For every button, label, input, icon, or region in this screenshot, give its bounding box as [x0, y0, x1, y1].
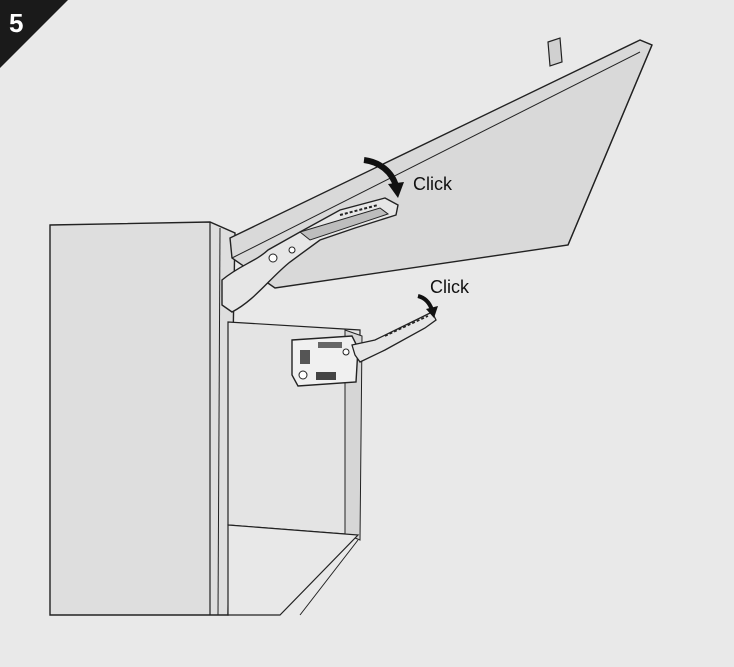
step-badge: [0, 0, 68, 68]
mechanism-detail: [300, 350, 310, 364]
hinge-detail-line: [339, 204, 379, 216]
lower-hinge-detail: [384, 315, 429, 337]
upper-click-label: Click: [413, 174, 453, 194]
cabinet-shelf: [227, 524, 360, 616]
hinge-pivot: [268, 253, 278, 263]
lower-click-label: Click: [430, 277, 470, 297]
upper-hinge-plate: [298, 207, 390, 241]
mechanism-screw: [298, 370, 308, 380]
cabinet-edge-line: [217, 227, 221, 616]
hinge-screw: [288, 246, 296, 254]
mechanism-detail: [318, 342, 342, 348]
mechanism-screw: [342, 348, 350, 356]
door-corner-line: [639, 39, 653, 46]
upper-hinge-arm: [221, 197, 399, 313]
step-number: 5: [9, 8, 24, 38]
lower-hinge-arm: [351, 311, 437, 363]
door-top-edge-line: [231, 51, 641, 259]
curved-arrow-down-icon: [417, 294, 438, 318]
support-pole: [547, 37, 563, 67]
door-side-edge-line: [567, 44, 653, 246]
curved-arrow-down-icon: [363, 157, 404, 198]
shelf-edge-line: [299, 539, 359, 616]
lift-mechanism-box: [291, 335, 359, 387]
cabinet-side-panel: [49, 221, 236, 616]
mechanism-detail: [316, 372, 336, 380]
